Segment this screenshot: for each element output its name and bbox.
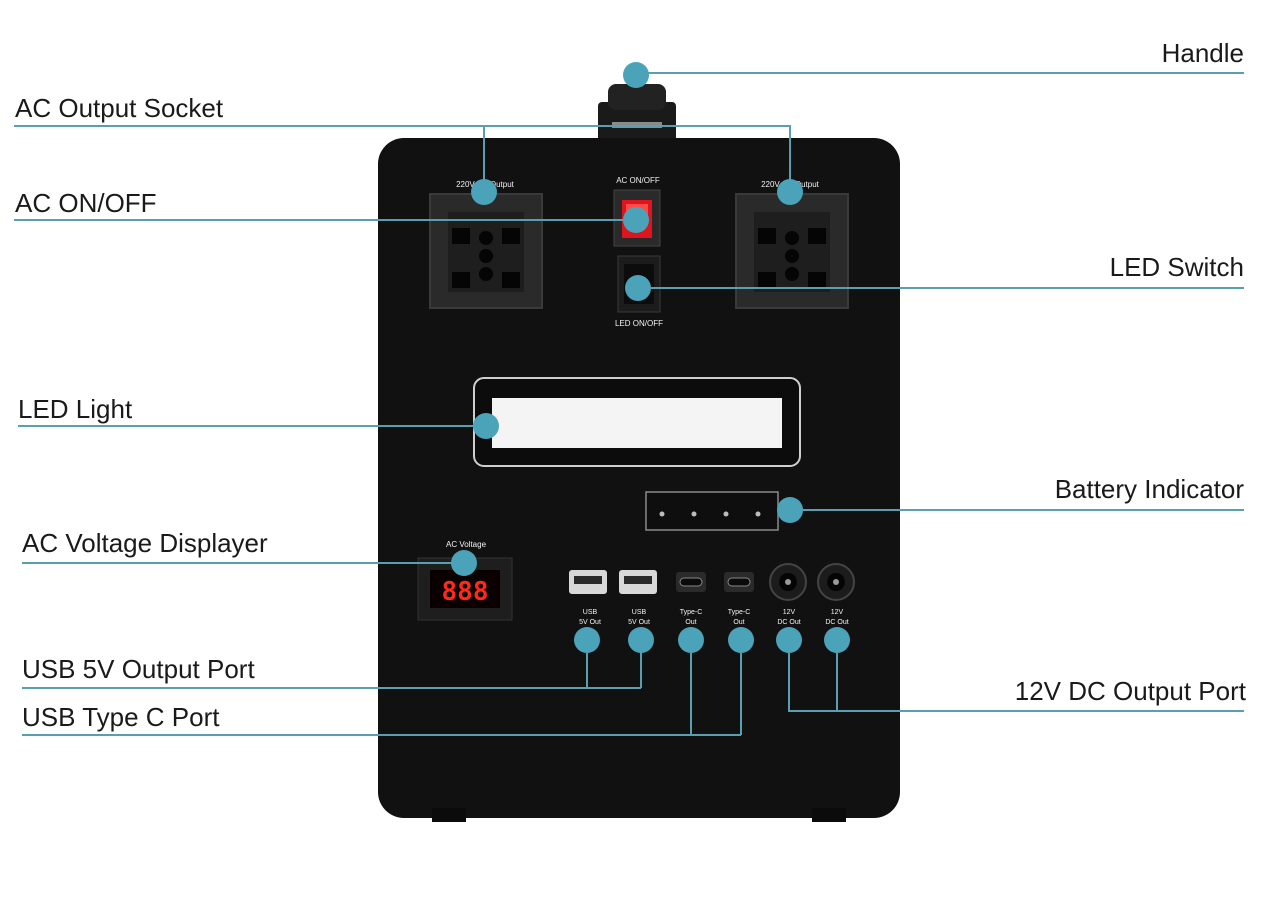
dot-ac-socket-left xyxy=(471,179,497,205)
dot-ac-socket-right xyxy=(777,179,803,205)
dot-led-switch xyxy=(625,275,651,301)
ac-socket-left: 220V AC Output xyxy=(429,180,543,309)
port-1-label-line2: 5V Out xyxy=(579,619,601,626)
port-4-label-line2: Out xyxy=(733,619,744,626)
voltage-readout: 888 xyxy=(442,577,489,607)
label-ac-output-socket: AC Output Socket xyxy=(15,93,224,123)
port-labels: USB 5V Out USB 5V Out Type-C Out Type-C … xyxy=(579,609,849,626)
dot-usb-1 xyxy=(574,627,600,653)
port-1-label-line1: USB xyxy=(583,609,598,616)
handle xyxy=(598,84,676,142)
dc-port-2 xyxy=(817,563,855,601)
dot-ac-onoff xyxy=(623,207,649,233)
usb-port-2 xyxy=(619,570,657,594)
port-6-label-line2: DC Out xyxy=(825,619,848,626)
label-ac-onoff: AC ON/OFF xyxy=(15,188,157,218)
port-2-label-line2: 5V Out xyxy=(628,619,650,626)
port-5-label-line1: 12V xyxy=(783,609,796,616)
led-light xyxy=(473,377,801,467)
dot-usb-2 xyxy=(628,627,654,653)
label-12v-dc-output-port: 12V DC Output Port xyxy=(1014,676,1246,706)
port-3-label-line2: Out xyxy=(685,619,696,626)
label-ac-voltage-displayer: AC Voltage Displayer xyxy=(22,528,268,558)
label-usb-5v-output-port: USB 5V Output Port xyxy=(22,654,255,684)
leader-dc-12v xyxy=(788,640,1244,712)
label-battery-indicator: Battery Indicator xyxy=(1054,474,1244,504)
label-led-light: LED Light xyxy=(18,394,133,424)
label-led-switch: LED Switch xyxy=(1109,252,1244,282)
leader-lines xyxy=(14,72,1244,736)
dot-type-c-1 xyxy=(678,627,704,653)
ac-switch-label: AC ON/OFF xyxy=(616,176,660,185)
dc-port-1 xyxy=(769,563,807,601)
callout-dots xyxy=(451,62,850,653)
dot-ac-voltage xyxy=(451,550,477,576)
battery-indicator xyxy=(645,491,779,531)
dot-led-light xyxy=(473,413,499,439)
type-c-port-2 xyxy=(724,572,754,592)
ac-voltage-label: AC Voltage xyxy=(446,540,487,549)
dot-type-c-2 xyxy=(728,627,754,653)
port-5-label-line2: DC Out xyxy=(777,619,800,626)
dot-handle xyxy=(623,62,649,88)
port-4-label-line1: Type-C xyxy=(728,609,751,616)
dot-battery-indicator xyxy=(777,497,803,523)
port-6-label-line1: 12V xyxy=(831,609,844,616)
port-2-label-line1: USB xyxy=(632,609,647,616)
leader-ac-output-socket-right xyxy=(484,125,791,192)
type-c-port-1 xyxy=(676,572,706,592)
label-usb-type-c-port: USB Type C Port xyxy=(22,702,220,732)
label-handle: Handle xyxy=(1161,38,1244,68)
dot-dc-2 xyxy=(824,627,850,653)
led-switch-label: LED ON/OFF xyxy=(615,319,663,328)
dot-dc-1 xyxy=(776,627,802,653)
usb-port-1 xyxy=(569,570,607,594)
port-3-label-line1: Type-C xyxy=(680,609,703,616)
